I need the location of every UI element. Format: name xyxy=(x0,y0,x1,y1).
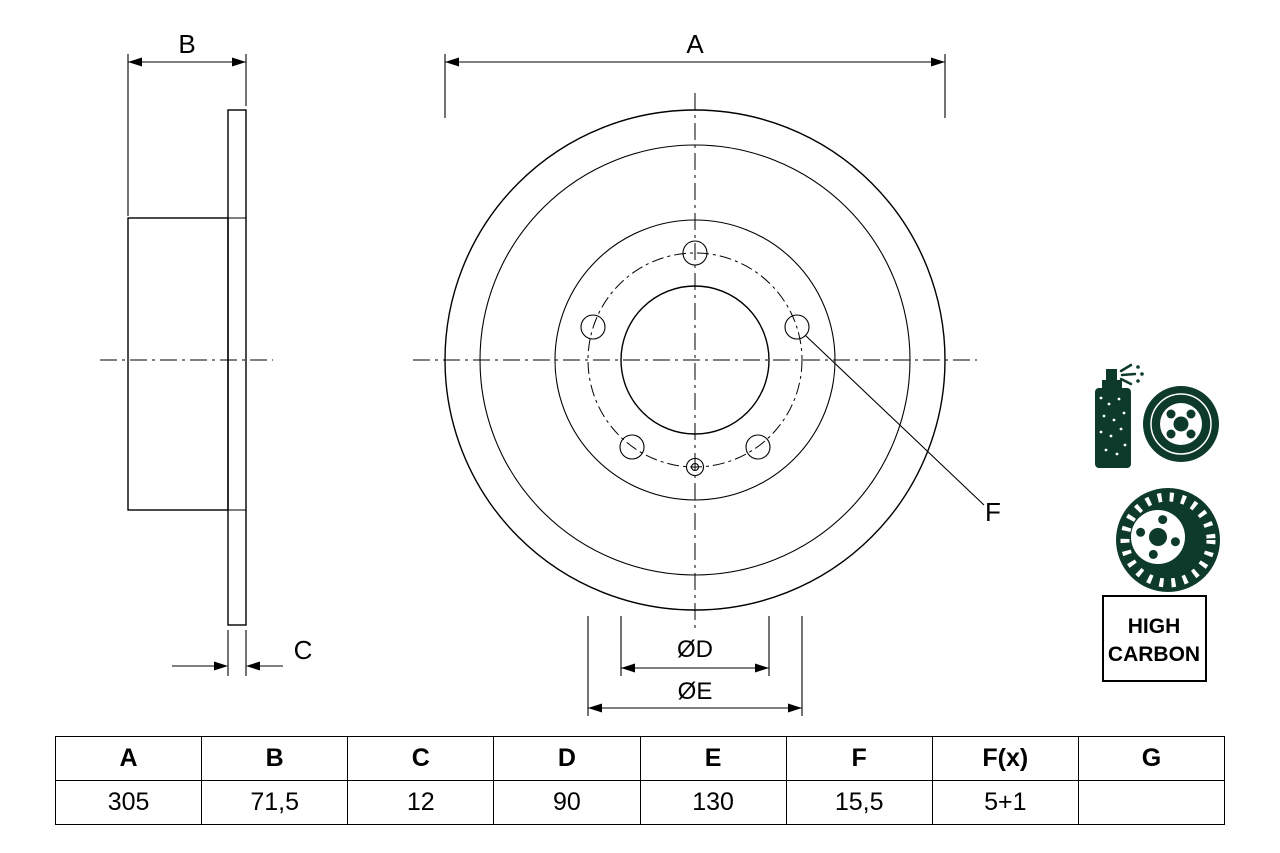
high-carbon-box xyxy=(1102,595,1207,682)
dim-e-arrow-left xyxy=(588,703,602,713)
header-D: D xyxy=(493,736,641,781)
value-A: 305 xyxy=(54,780,203,825)
high-carbon-line2: CARBON xyxy=(1108,643,1200,666)
header-B: B xyxy=(201,736,349,781)
dimension-table: A B C D E F F(x) G 305 71,5 12 90 130 15… xyxy=(54,736,1226,825)
dim-a-label: A xyxy=(686,29,704,59)
disc-section-icon xyxy=(1116,488,1220,592)
disc-section-bolt-hole xyxy=(1158,515,1168,525)
dim-a-arrow-right xyxy=(931,57,945,67)
value-G xyxy=(1077,780,1226,825)
can-speckles xyxy=(1099,396,1127,456)
dim-d-arrow-right xyxy=(755,663,769,673)
spray-dot xyxy=(1136,365,1140,369)
spray-can-nozzle xyxy=(1106,369,1117,381)
table-value-row: 305 71,5 12 90 130 15,5 5+1 xyxy=(54,780,1226,825)
side-view xyxy=(100,109,273,626)
dim-b-arrow-left xyxy=(128,57,142,67)
table-header-row: A B C D E F F(x) G xyxy=(54,736,1226,781)
high-carbon-line1: HIGH xyxy=(1128,615,1181,638)
header-C: C xyxy=(347,736,495,781)
coated-disc-bolt-hole xyxy=(1186,429,1196,439)
dim-c-label: C xyxy=(294,635,313,665)
dimension-d: ØD xyxy=(620,616,770,676)
leader-f-line xyxy=(804,334,985,506)
dim-b-label: B xyxy=(178,29,195,59)
disc-hat-section xyxy=(127,217,229,511)
dim-b-arrow-right xyxy=(232,57,246,67)
bolt-hole-upper-right xyxy=(784,314,810,340)
leader-f: F xyxy=(804,334,1001,527)
high-carbon-badge: HIGH CARBON xyxy=(1102,595,1207,682)
coated-disc-bolt-hole xyxy=(1186,409,1196,419)
bolt-hole-lower-left xyxy=(619,434,645,460)
dim-c-arrow-right xyxy=(246,661,260,671)
bolt-hole-lower-right xyxy=(745,434,771,460)
dim-d-label: ØD xyxy=(677,636,713,663)
value-Fx: 5+1 xyxy=(931,780,1079,825)
dim-f-label: F xyxy=(985,497,1001,527)
coated-disc-bolt-hole xyxy=(1166,409,1176,419)
value-C: 12 xyxy=(347,780,495,825)
dimension-e: ØE xyxy=(587,616,803,716)
dimension-a: A xyxy=(444,29,946,118)
dim-d-arrow-left xyxy=(621,663,635,673)
coated-disc-groove xyxy=(1150,393,1212,455)
coated-disc-bolt-hole xyxy=(1166,429,1176,439)
front-view xyxy=(413,93,977,633)
value-F: 15,5 xyxy=(785,780,933,825)
value-B: 71,5 xyxy=(201,780,349,825)
spray-jet xyxy=(1119,363,1137,386)
dimension-c: C xyxy=(172,630,312,676)
coated-disc-bore xyxy=(1173,416,1189,432)
dim-e-arrow-right xyxy=(788,703,802,713)
disc-plate-section xyxy=(227,109,247,626)
spray-dot xyxy=(1136,379,1140,383)
bolt-hole-upper-left xyxy=(580,314,606,340)
spray-can-body xyxy=(1095,388,1131,468)
dim-a-arrow-left xyxy=(445,57,459,67)
header-Fx: F(x) xyxy=(931,736,1079,781)
spray-dot xyxy=(1140,372,1144,376)
coated-disc-icon xyxy=(1095,363,1219,468)
value-D: 90 xyxy=(493,780,641,825)
value-E: 130 xyxy=(639,780,787,825)
disc-section-bolt-hole xyxy=(1148,549,1158,559)
disc-section-bolt-hole xyxy=(1170,537,1180,547)
dimension-b: B xyxy=(127,29,247,216)
disc-section-bore xyxy=(1149,528,1167,546)
header-F: F xyxy=(785,736,933,781)
dim-c-arrow-left xyxy=(214,661,228,671)
header-A: A xyxy=(54,736,203,781)
brake-disc-drawing: A B C ØD xyxy=(100,29,1220,716)
header-E: E xyxy=(639,736,787,781)
spray-can-shoulder xyxy=(1102,380,1122,389)
disc-section-bolt-hole xyxy=(1136,527,1146,537)
disc-section-vanes xyxy=(1120,492,1216,588)
dim-e-label: ØE xyxy=(678,678,713,705)
header-G: G xyxy=(1077,736,1226,781)
